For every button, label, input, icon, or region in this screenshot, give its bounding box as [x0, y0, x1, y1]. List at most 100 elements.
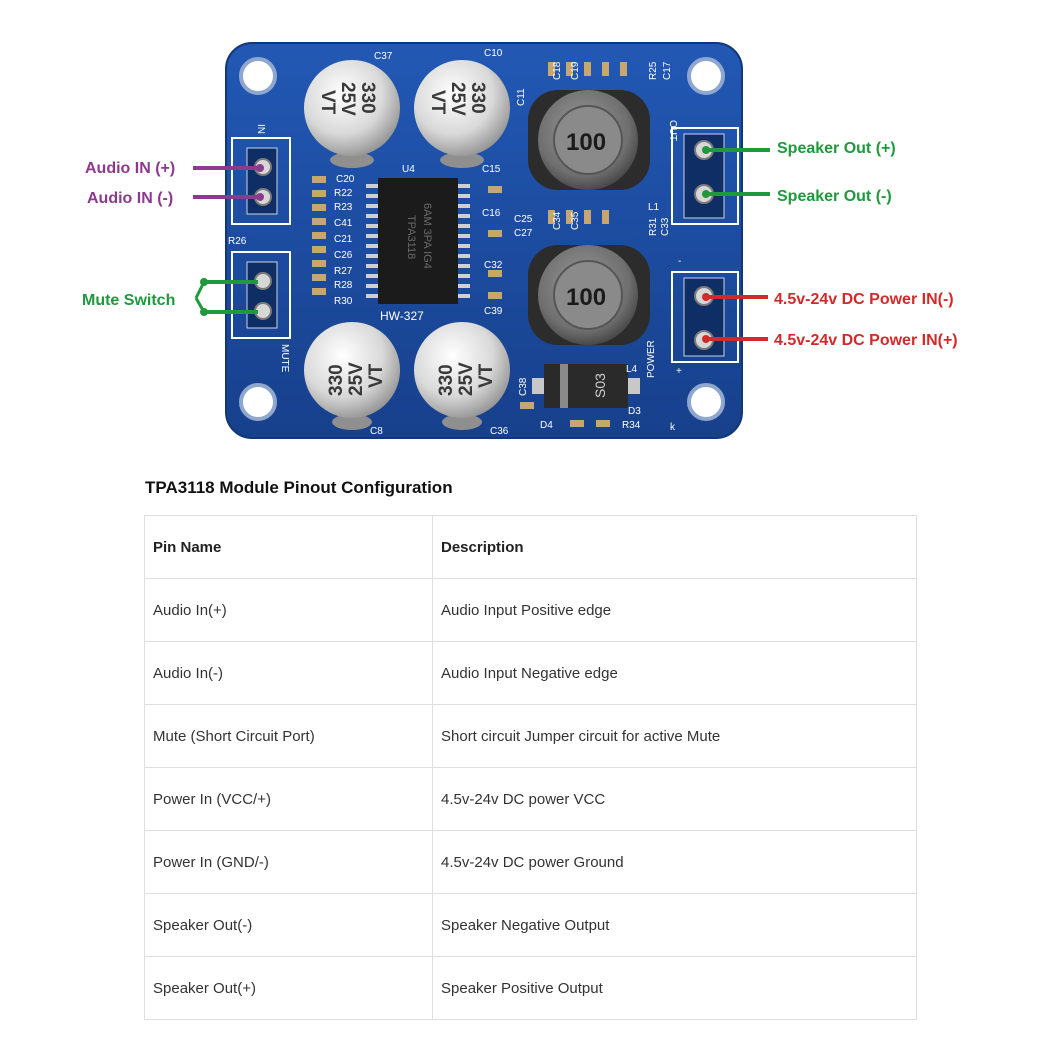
module-diagram: 330 25V VT 330 25V VT 330 25V VT 330 25V…: [82, 42, 958, 439]
pin-name-cell: Speaker Out(-): [144, 893, 433, 957]
mounting-holes: [239, 57, 725, 421]
silk-label: C11: [516, 88, 527, 106]
description-cell: Audio Input Positive edge: [432, 578, 917, 642]
power-in-neg-arrow: [702, 293, 768, 301]
inductor-l1: 100: [528, 90, 650, 190]
description-cell: Audio Input Negative edge: [432, 641, 917, 705]
silk-label: C26: [334, 250, 353, 261]
silk-label: R31: [648, 217, 659, 236]
ic-marking-lot: 6AM 3PA IG4: [421, 203, 433, 269]
silk-label: +: [676, 366, 682, 377]
audio-in-neg-label: Audio IN (-): [87, 190, 173, 207]
capacitor-c37: 330 25V VT: [304, 60, 400, 168]
pin-name-cell: Speaker Out(+): [144, 956, 433, 1020]
silk-label: R23: [334, 202, 353, 213]
mute-header: [231, 251, 291, 339]
silkscreen-labels: C37 C10 C18 C19 R25 C17 C11 C20 R22 R23 …: [228, 48, 682, 437]
silk-label: POWER: [646, 340, 657, 378]
silk-label: C33: [660, 217, 671, 236]
silk-label: -: [678, 256, 681, 267]
table-row: Mute (Short Circuit Port) Short circuit …: [144, 704, 917, 768]
cap-marking-series: VT: [427, 90, 448, 115]
capacitor-c8: 330 25V VT: [304, 322, 400, 430]
pin-name-cell: Power In (VCC/+): [144, 767, 433, 831]
table-row: Power In (GND/-) 4.5v-24v DC power Groun…: [144, 830, 917, 894]
speaker-out-neg-arrow: [702, 190, 770, 198]
description-cell: Short circuit Jumper circuit for active …: [432, 704, 917, 768]
power-header: [671, 271, 739, 363]
board-name: HW-327: [380, 309, 424, 323]
silk-label: C27: [514, 228, 533, 239]
ic-marking-part: TPA3118: [405, 215, 417, 259]
pin-name-cell: Power In (GND/-): [144, 830, 433, 894]
speaker-out-pos-arrow: [702, 146, 770, 154]
description-cell: Speaker Positive Output: [432, 956, 917, 1020]
power-in-neg-label: 4.5v-24v DC Power IN(-): [774, 291, 954, 308]
cap-marking-value: 330: [357, 82, 378, 114]
table-row: Audio In(+) Audio Input Positive edge: [144, 578, 917, 642]
cap-marking-series: VT: [476, 363, 497, 388]
silk-label: R22: [334, 188, 353, 199]
mute-switch-label: Mute Switch: [82, 292, 175, 309]
column-header-description: Description: [432, 515, 917, 579]
cap-marking-value: 330: [467, 82, 488, 114]
silk-label: D4: [540, 420, 553, 431]
silk-label: R25: [648, 61, 659, 80]
table-row: Speaker Out(+) Speaker Positive Output: [144, 956, 917, 1020]
silk-label: L1: [648, 202, 660, 213]
silk-label: C17: [662, 61, 673, 80]
table-row: Audio In(-) Audio Input Negative edge: [144, 641, 917, 705]
power-in-pos-arrow: [702, 335, 768, 343]
diode-marking: S03: [592, 373, 608, 398]
inductor-l4: 100: [528, 245, 650, 345]
diode-d3: S03: [532, 364, 640, 408]
silk-label: C39: [484, 306, 503, 317]
cap-marking-value: 330: [436, 364, 457, 396]
audio-in-pos-arrow: [193, 164, 264, 172]
silk-label: k: [670, 422, 676, 433]
silk-label: R26: [228, 236, 247, 247]
table-row: Power In (VCC/+) 4.5v-24v DC power VCC: [144, 767, 917, 831]
silk-label: C19: [570, 61, 581, 80]
silk-label: C38: [518, 377, 529, 396]
power-in-pos-label: 4.5v-24v DC Power IN(+): [774, 332, 958, 349]
silk-label: U4: [402, 164, 415, 175]
speaker-out-pos-label: Speaker Out (+): [777, 140, 896, 157]
description-cell: 4.5v-24v DC power Ground: [432, 830, 917, 894]
silk-label: D3: [628, 406, 641, 417]
speaker-out-neg-label: Speaker Out (-): [777, 188, 892, 205]
silk-label: C25: [514, 214, 533, 225]
silk-label: C18: [552, 61, 563, 80]
audio-in-neg-arrow: [193, 193, 264, 201]
capacitor-c36: 330 25V VT: [414, 322, 510, 430]
module-figure: 330 25V VT 330 25V VT 330 25V VT 330 25V…: [0, 0, 1056, 450]
silk-label: C32: [484, 260, 503, 271]
cap-marking-series: VT: [366, 363, 387, 388]
silk-label: C37: [374, 51, 393, 62]
silk-label: C15: [482, 164, 501, 175]
table-header-row: Pin Name Description: [144, 515, 917, 579]
capacitor-c10: 330 25V VT: [414, 60, 510, 168]
cap-marking-voltage: 25V: [456, 362, 477, 396]
silk-label: C8: [370, 426, 383, 437]
silk-label: C21: [334, 234, 353, 245]
table-row: Speaker Out(-) Speaker Negative Output: [144, 893, 917, 957]
cap-marking-voltage: 25V: [447, 82, 468, 116]
silk-label: C10: [484, 48, 503, 59]
description-cell: 4.5v-24v DC power VCC: [432, 767, 917, 831]
silk-label: R28: [334, 280, 353, 291]
silk-label: C16: [482, 208, 501, 219]
cap-marking-voltage: 25V: [346, 362, 367, 396]
cap-marking-value: 330: [326, 364, 347, 396]
pin-name-cell: Mute (Short Circuit Port): [144, 704, 433, 768]
cap-marking-voltage: 25V: [337, 82, 358, 116]
cap-marking-series: VT: [317, 90, 338, 115]
pinout-title: TPA3118 Module Pinout Configuration: [145, 478, 453, 497]
silk-label: C35: [570, 211, 581, 230]
silk-label: C34: [552, 211, 563, 230]
audio-in-pos-label: Audio IN (+): [85, 160, 175, 177]
inductor-marking: 100: [566, 284, 606, 311]
silk-label: C36: [490, 426, 509, 437]
mute-switch-arrow: [194, 278, 258, 316]
silk-label: R34: [622, 420, 641, 431]
